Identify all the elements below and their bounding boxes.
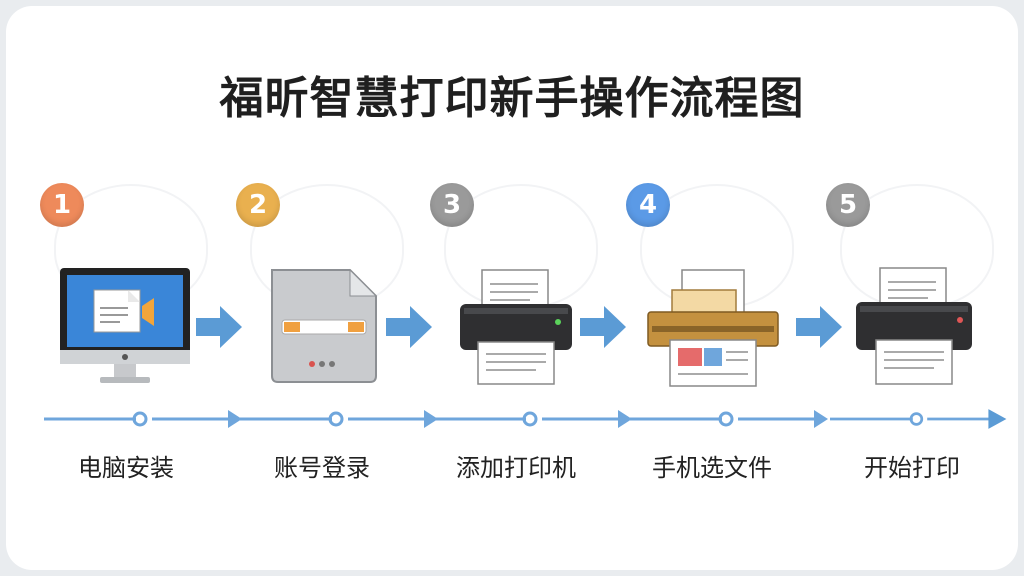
- step-label: 电脑安装: [78, 454, 174, 482]
- progress-track-arrow: [434, 410, 632, 428]
- printer-file-icon: [647, 269, 779, 387]
- page-title: 福昕智慧打印新手操作流程图: [219, 73, 805, 124]
- step-5: 5 开始打印: [812, 6, 1012, 570]
- monitor-video-icon: [60, 268, 190, 383]
- flow-arrow-icon: [386, 306, 432, 348]
- step-number-badge: 5: [826, 183, 870, 227]
- flow-arrow-icon: [196, 306, 242, 348]
- progress-track-arrow: [44, 410, 242, 428]
- flow-arrow-icon: [796, 306, 842, 348]
- step-number-badge: 3: [430, 183, 474, 227]
- step-2: 2 账号登录: [222, 6, 438, 570]
- progress-track-arrow: [830, 409, 1007, 429]
- progress-track-arrow: [630, 410, 828, 428]
- progress-track-arrow: [240, 410, 438, 428]
- document-login-icon: [271, 268, 378, 383]
- flow-card: 福昕智慧打印新手操作流程图 1 电脑安装: [6, 6, 1018, 570]
- step-number-badge: 2: [236, 183, 280, 227]
- printer-icon: [460, 269, 572, 385]
- step-4: 4 手机选文件: [612, 6, 828, 570]
- step-3: 3 添加打印机: [416, 6, 632, 570]
- flow-arrow-icon: [580, 306, 626, 348]
- step-label: 添加打印机: [456, 454, 576, 482]
- step-1: 1 电脑安装: [26, 6, 242, 570]
- step-number-badge: 1: [40, 183, 84, 227]
- step-number-badge: 4: [626, 183, 670, 227]
- step-label: 账号登录: [274, 454, 370, 482]
- printer-start-icon: [856, 267, 972, 385]
- step-label: 开始打印: [864, 454, 960, 482]
- step-label: 手机选文件: [652, 454, 772, 482]
